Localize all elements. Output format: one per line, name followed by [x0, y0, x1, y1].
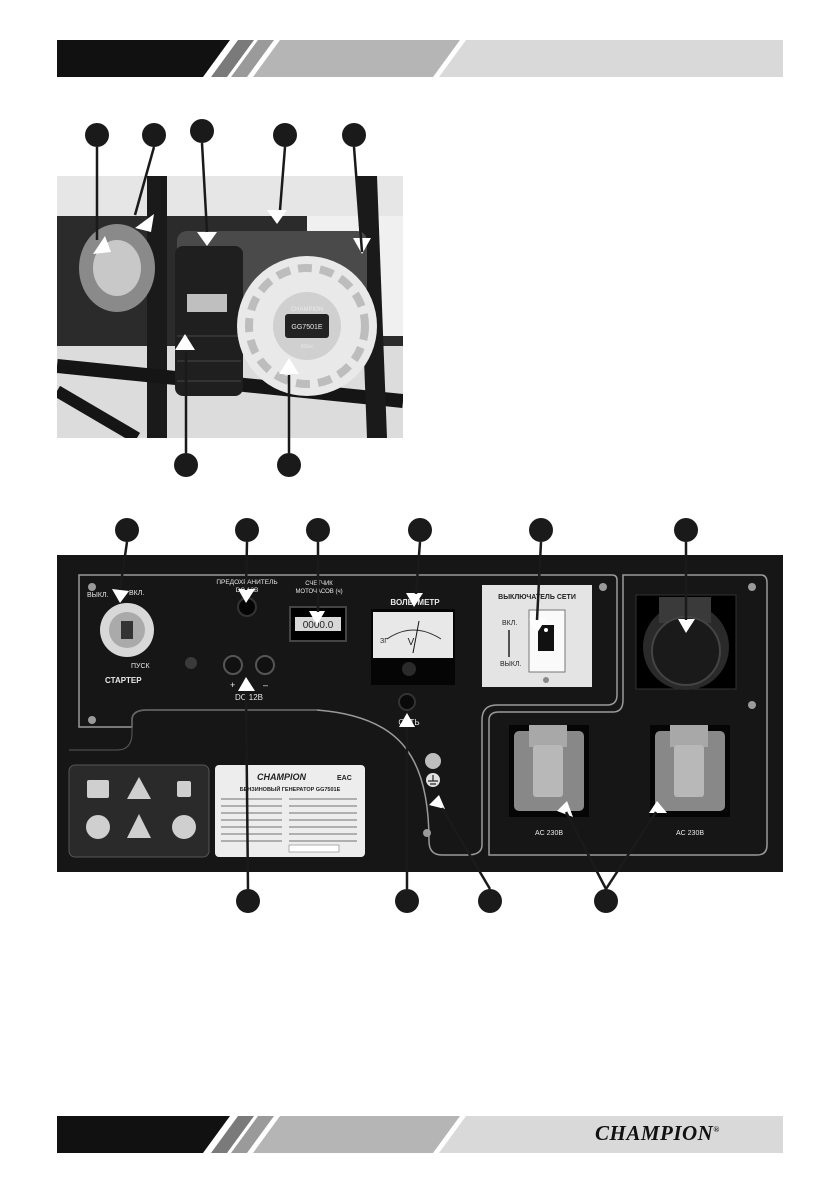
callout-engine-6	[174, 453, 198, 477]
engine-model-decal: GG7501E	[291, 324, 322, 331]
callout-engine-7	[277, 453, 301, 477]
no-trash-bin-icon	[177, 781, 191, 797]
no-fire-icon	[86, 815, 110, 839]
callout-panel-2	[235, 518, 259, 542]
starter-off-label: ВЫКЛ.	[87, 592, 109, 599]
electric-hazard-icon	[127, 814, 151, 838]
nameplate-logo: CHAMPION	[257, 772, 306, 782]
manual-icon	[87, 780, 109, 798]
engine-leader-lines	[95, 142, 364, 453]
outlet-2-label: AC 230В	[676, 830, 704, 837]
breaker-off-label: ВЫКЛ.	[500, 661, 522, 668]
brand-logo: CHAMPION®	[595, 1121, 720, 1146]
callout-panel-9	[478, 889, 502, 913]
callout-panel-10	[594, 889, 618, 913]
callout-panel-4	[408, 518, 432, 542]
dc-minus-label: –	[263, 680, 268, 690]
callout-panel-7	[236, 889, 260, 913]
hour-meter-reading: 0000.0	[303, 620, 334, 631]
engine-sub-decal: 420cc	[300, 344, 314, 350]
voltmeter-brand: ЗГ	[380, 638, 388, 645]
header-band	[57, 40, 783, 77]
dc-plus-label: +	[230, 680, 235, 690]
breaker-on-label: ВКЛ.	[502, 620, 517, 627]
callout-panel-3	[306, 518, 330, 542]
nameplate-title: БЕНЗИНОВЫЙ ГЕНЕРАТОР GG7501E	[240, 785, 341, 793]
engine-photo: CHAMPION GG7501E 420cc	[57, 176, 403, 438]
callout-engine-1	[85, 123, 109, 147]
nameplate-eac: EAC	[337, 775, 352, 782]
voltmeter-unit: V	[408, 637, 415, 648]
outlet-1-label: AC 230В	[535, 830, 563, 837]
panel-leader-lines	[118, 541, 688, 890]
callout-panel-5	[529, 518, 553, 542]
warning-triangle-icon	[127, 777, 151, 799]
control-panel: ВЫКЛ. ВКЛ. ПУСК СТАРТЕР ПРЕДОХРАНИТЕЛЬ D…	[57, 555, 783, 872]
starter-start-label: ПУСК	[131, 663, 151, 670]
starter-on-label: ВКЛ.	[129, 590, 144, 597]
starter-title: СТАРТЕР	[105, 676, 142, 685]
callout-engine-2	[142, 123, 166, 147]
callout-panel-8	[395, 889, 419, 913]
callout-engine-3	[190, 119, 214, 143]
callout-engine-5	[342, 123, 366, 147]
callout-panel-1	[115, 518, 139, 542]
brand-registered: ®	[713, 1125, 720, 1134]
brand-name: CHAMPION	[595, 1121, 714, 1145]
ear-protection-icon	[172, 815, 196, 839]
callout-panel-6	[674, 518, 698, 542]
ground-icon	[428, 775, 438, 785]
dc-output-label: DC 12В	[235, 693, 263, 702]
engine-logo-decal: CHAMPION	[291, 307, 323, 313]
callout-engine-4	[273, 123, 297, 147]
hour-meter-title-1: СЧЕТЧИК	[305, 581, 333, 587]
footer-band	[57, 1116, 783, 1153]
